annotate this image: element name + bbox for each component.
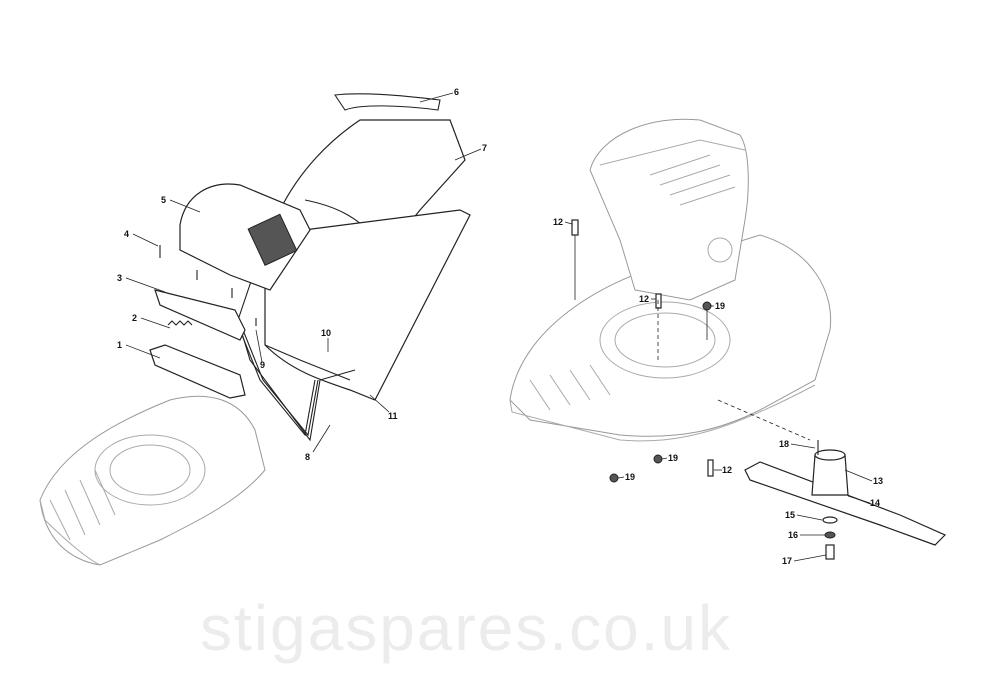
right-mower-deck	[509, 234, 832, 442]
blade-assembly	[744, 440, 947, 560]
callout-13: 13	[873, 476, 883, 486]
flap-bar	[154, 289, 246, 341]
callout-12b: 12	[639, 294, 649, 304]
callout-9: 9	[260, 360, 265, 370]
collector-frame	[239, 329, 319, 437]
callout-15: 15	[785, 510, 795, 520]
callout-19c: 19	[668, 453, 678, 463]
hinge-bracket	[149, 344, 246, 399]
callout-16: 16	[788, 530, 798, 540]
watermark: stigaspares.co.uk	[200, 592, 732, 664]
callout-19b: 19	[625, 472, 635, 482]
leader-lines	[125, 92, 873, 562]
callout-2: 2	[132, 313, 137, 323]
callout-18: 18	[779, 439, 789, 449]
callout-14: 14	[870, 498, 880, 508]
callout-7: 7	[482, 143, 487, 153]
callout-12c: 12	[722, 465, 732, 475]
collector-handle	[334, 93, 441, 111]
fasteners	[571, 219, 811, 483]
callout-12a: 12	[553, 217, 563, 227]
callout-10: 10	[321, 328, 331, 338]
callout-19a: 19	[715, 301, 725, 311]
spring	[167, 320, 193, 326]
engine	[589, 118, 749, 301]
left-mower-deck	[39, 395, 266, 566]
grass-collector	[237, 93, 471, 442]
screws	[159, 245, 257, 326]
callout-6: 6	[454, 87, 459, 97]
rear-flap	[179, 183, 311, 291]
callout-labels: 1 2 3 4 5 6 7 8 9 10 11 12 12 19 19 19 1…	[117, 87, 883, 566]
callout-17: 17	[782, 556, 792, 566]
callout-4: 4	[124, 229, 129, 239]
callout-1: 1	[117, 340, 122, 350]
callout-11: 11	[388, 411, 398, 421]
callout-3: 3	[117, 273, 122, 283]
callout-5: 5	[161, 195, 166, 205]
callout-8: 8	[305, 452, 310, 462]
